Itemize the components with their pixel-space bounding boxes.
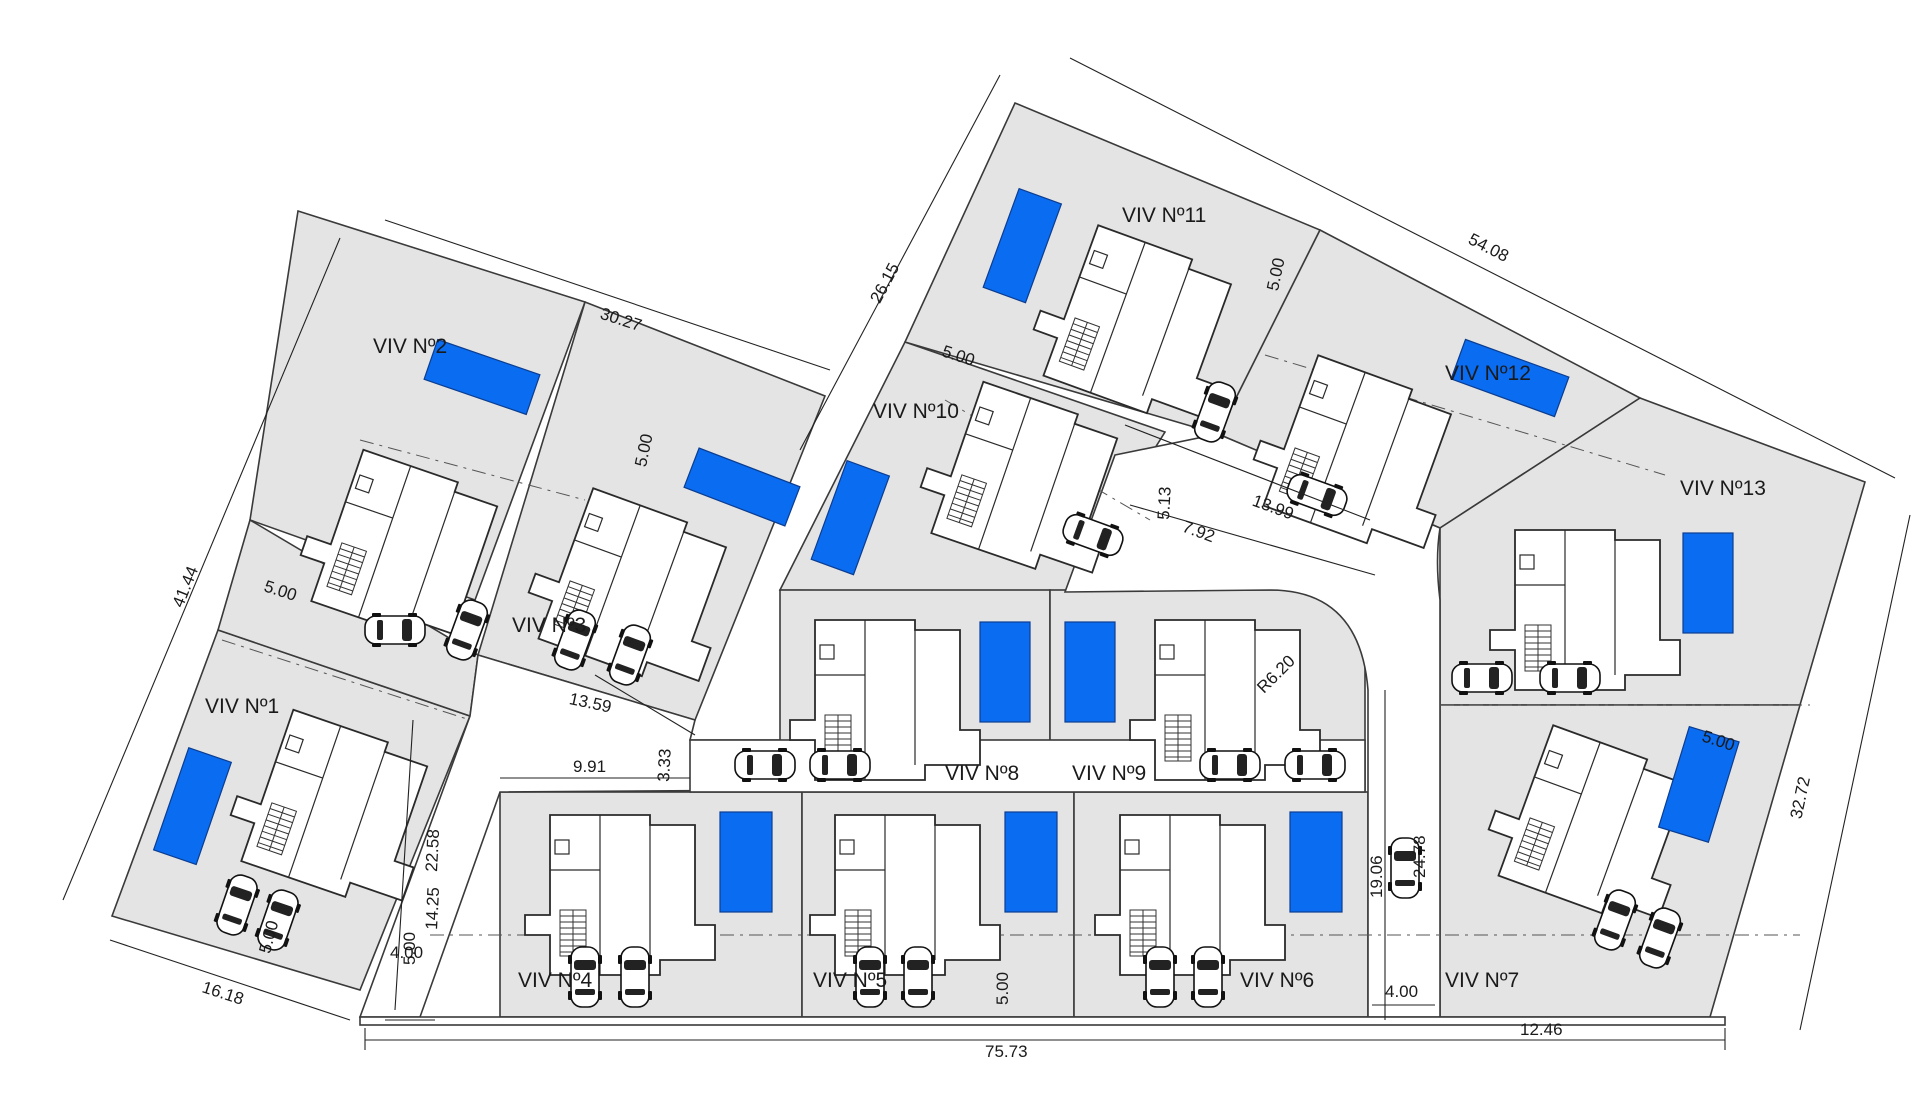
- pool-viv10: [810, 459, 891, 576]
- label-viv6: VIV Nº6: [1240, 969, 1314, 992]
- dim-5-00-h: 5.00: [400, 932, 419, 965]
- label-viv5: VIV Nº5: [813, 969, 887, 992]
- car-icon: [1199, 747, 1261, 783]
- label-viv12: VIV Nº12: [1445, 362, 1531, 385]
- label-viv11: VIV Nº11: [1122, 204, 1206, 227]
- dim-4-00-a: 4.00: [390, 943, 423, 962]
- lot-labels: VIV Nº1 VIV Nº2 VIV Nº3 VIV Nº4 VIV Nº5 …: [205, 204, 1766, 992]
- house-viv4: [525, 815, 715, 975]
- pool-viv9: [1064, 621, 1116, 723]
- dim-12-46: 12.46: [1520, 1020, 1563, 1039]
- car-icon: [1284, 747, 1346, 783]
- dim-54-08: 54.08: [1465, 230, 1512, 266]
- car-icon: [1451, 660, 1513, 696]
- pool-viv2: [423, 338, 541, 416]
- dim-32-72: 32.72: [1787, 775, 1814, 821]
- road-upper: [1063, 433, 1441, 1018]
- pool-viv13: [1682, 532, 1734, 634]
- pools: [152, 187, 1740, 913]
- label-viv13: VIV Nº13: [1680, 477, 1766, 500]
- pool-viv7: [1657, 725, 1740, 844]
- label-viv3: VIV Nº3: [512, 614, 586, 637]
- label-viv10: VIV Nº10: [873, 400, 959, 423]
- car-icon: [1142, 946, 1178, 1008]
- dim-26-15: 26.15: [866, 260, 903, 306]
- label-viv4: VIV Nº4: [518, 969, 593, 992]
- car-icon: [617, 946, 653, 1008]
- dim-41-44: 41.44: [169, 563, 203, 610]
- label-viv1: VIV Nº1: [205, 695, 279, 718]
- pool-viv3: [683, 447, 801, 527]
- pool-viv1: [152, 747, 233, 866]
- lot-viv2: [249, 209, 587, 602]
- dim-5-13: 5.13: [1154, 486, 1175, 520]
- dim-3-33: 3.33: [654, 748, 675, 782]
- car-icon: [1539, 660, 1601, 696]
- dim-19-06: 19.06: [1367, 855, 1386, 898]
- dim-14-25: 14.25: [422, 887, 443, 930]
- house-viv6: [1095, 815, 1285, 975]
- pool-viv8: [979, 621, 1031, 723]
- house-viv5: [810, 815, 1000, 975]
- dim-24-78: 24.78: [1410, 835, 1429, 878]
- dim-16-18: 16.18: [200, 978, 246, 1009]
- dim-4-00-b: 4.00: [1385, 982, 1418, 1001]
- pool-viv5: [1004, 811, 1058, 913]
- road-lower-strip: [359, 1016, 1726, 1026]
- roads: [358, 433, 1726, 1026]
- dim-75-73: 75.73: [985, 1042, 1028, 1061]
- label-viv7: VIV Nº7: [1445, 969, 1519, 992]
- label-viv8: VIV Nº8: [945, 762, 1019, 785]
- dim-22-58: 22.58: [422, 829, 443, 872]
- pool-viv11: [982, 187, 1063, 304]
- label-viv2: VIV Nº2: [373, 335, 447, 358]
- car-icon: [809, 747, 871, 783]
- pool-viv6: [1289, 811, 1343, 913]
- car-icon: [734, 747, 796, 783]
- car-icon: [900, 946, 936, 1008]
- pool-viv4: [719, 811, 773, 913]
- car-icon: [364, 612, 426, 648]
- road-middle: [358, 653, 781, 1018]
- car-icon: [1190, 946, 1226, 1008]
- dim-9-91: 9.91: [573, 757, 606, 776]
- label-viv9: VIV Nº9: [1072, 762, 1146, 785]
- pool-viv12: [1450, 338, 1570, 418]
- dimension-lines: [62, 57, 1911, 1050]
- dim-5-00-g: 5.00: [993, 972, 1012, 1005]
